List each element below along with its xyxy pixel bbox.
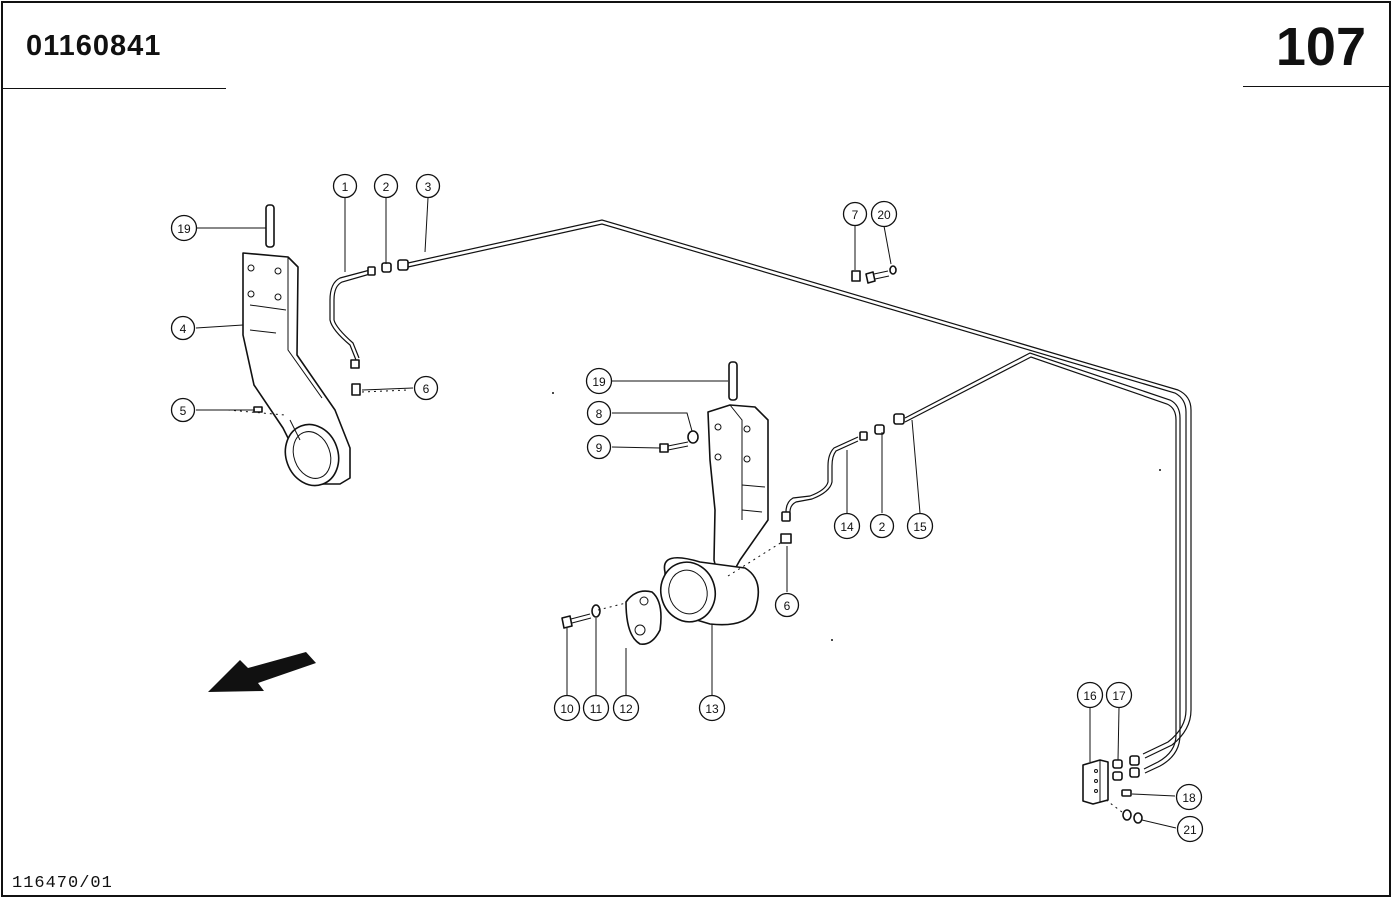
callout-21: 21 xyxy=(1176,815,1204,843)
callout-11: 11 xyxy=(582,694,610,722)
callout-14: 14 xyxy=(833,512,861,540)
callout-6: 6 xyxy=(774,592,800,618)
callout-5: 5 xyxy=(170,397,196,423)
svg-text:18: 18 xyxy=(1182,791,1196,805)
svg-text:20: 20 xyxy=(877,208,891,222)
callout-13: 13 xyxy=(698,694,726,722)
svg-text:14: 14 xyxy=(840,520,854,534)
callout-2: 2 xyxy=(869,513,895,539)
callout-16: 16 xyxy=(1076,681,1104,709)
svg-text:21: 21 xyxy=(1183,823,1197,837)
callout-4: 4 xyxy=(170,315,196,341)
page-number: 107 xyxy=(1275,17,1366,77)
svg-text:13: 13 xyxy=(705,702,719,716)
hydraulic-pipes xyxy=(329,219,1192,774)
callout-1: 1 xyxy=(332,173,358,199)
svg-text:2: 2 xyxy=(879,520,886,534)
callout-6: 6 xyxy=(413,375,439,401)
svg-text:19: 19 xyxy=(177,222,191,236)
callout-15: 15 xyxy=(906,512,934,540)
callout-20: 20 xyxy=(870,200,898,228)
svg-text:1: 1 xyxy=(342,180,349,194)
callout-17: 17 xyxy=(1105,681,1133,709)
svg-text:7: 7 xyxy=(852,208,859,222)
drawing-reference: 116470/01 xyxy=(12,874,113,893)
svg-text:8: 8 xyxy=(596,407,603,421)
svg-text:3: 3 xyxy=(425,180,432,194)
header-rule-right xyxy=(1243,86,1391,87)
left-bracket xyxy=(227,204,409,487)
svg-text:9: 9 xyxy=(596,441,603,455)
svg-text:2: 2 xyxy=(383,180,390,194)
svg-text:5: 5 xyxy=(180,404,187,418)
svg-text:19: 19 xyxy=(592,375,606,389)
doc-number: 01160841 xyxy=(26,30,162,62)
callout-8: 8 xyxy=(586,400,612,426)
svg-text:6: 6 xyxy=(784,599,791,613)
distribution-block xyxy=(1082,755,1143,824)
callout-3: 3 xyxy=(415,173,441,199)
callout-7: 7 xyxy=(842,201,868,227)
svg-text:10: 10 xyxy=(560,702,574,716)
callout-19: 19 xyxy=(585,367,613,395)
callout-19: 19 xyxy=(170,214,198,242)
leader-lines xyxy=(195,197,1177,829)
svg-text:17: 17 xyxy=(1112,689,1126,703)
svg-text:11: 11 xyxy=(590,702,603,716)
header-rule-left xyxy=(2,88,226,89)
center-dots xyxy=(552,392,1161,701)
arrow-icon xyxy=(208,652,316,692)
svg-text:6: 6 xyxy=(423,382,430,396)
callout-9: 9 xyxy=(586,434,612,460)
callout-12: 12 xyxy=(612,694,640,722)
callout-18: 18 xyxy=(1175,783,1203,811)
center-bracket xyxy=(561,361,792,646)
svg-text:16: 16 xyxy=(1083,689,1097,703)
callout-10: 10 xyxy=(553,694,581,722)
svg-text:12: 12 xyxy=(619,702,633,716)
svg-text:15: 15 xyxy=(913,520,927,534)
callout-2: 2 xyxy=(373,173,399,199)
svg-text:4: 4 xyxy=(180,322,187,336)
